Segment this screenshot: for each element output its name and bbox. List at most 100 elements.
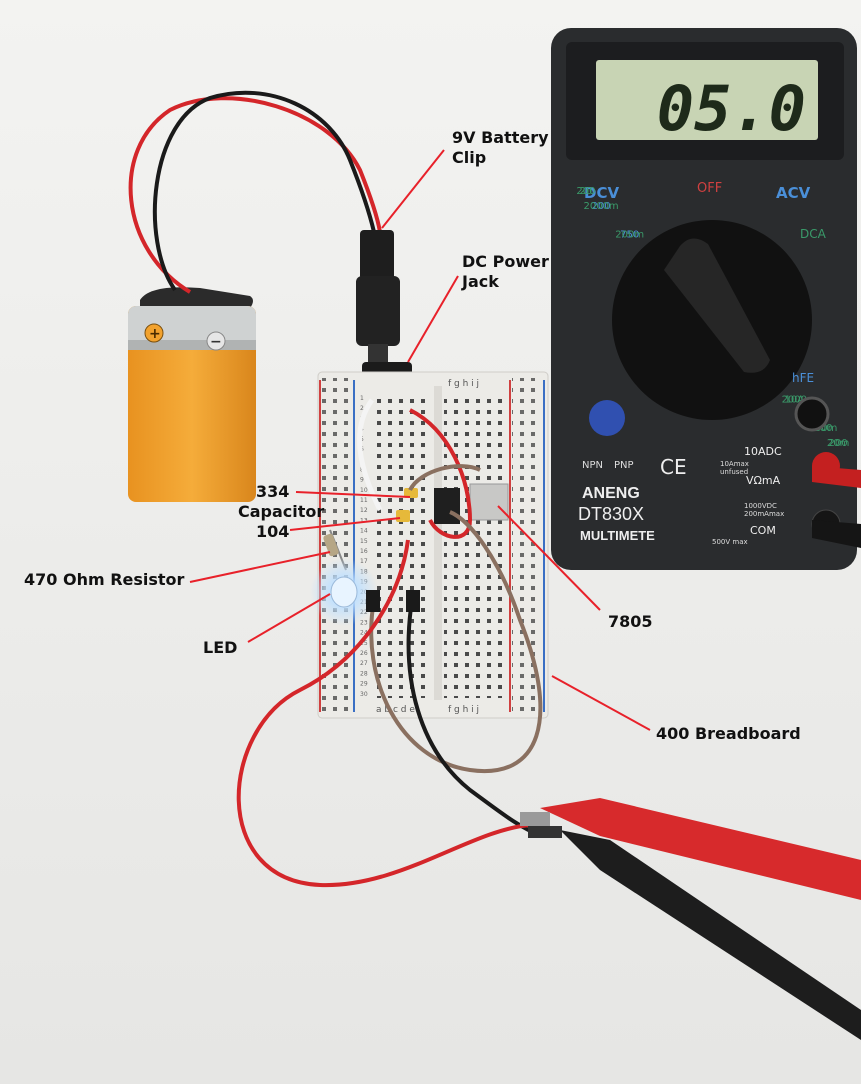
breadboard-row-number: 13 <box>360 517 368 524</box>
multimeter-port-10a-label: 10ADC <box>744 445 782 458</box>
dial-range-label: 20 <box>580 186 593 197</box>
multimeter-500v-note: 500V max <box>712 538 748 546</box>
breadboard-row-number: 27 <box>360 660 368 667</box>
multimeter-jack-10a[interactable] <box>794 396 830 432</box>
jumper-white-wire <box>357 398 383 512</box>
capacitor-104 <box>396 510 410 522</box>
breadboard-row-number: 29 <box>360 681 368 688</box>
breadboard-row-number: 25 <box>360 640 368 647</box>
label-dc-power-jack: DC Power Jack <box>462 252 549 292</box>
callout-line-dc-jack <box>407 275 459 363</box>
label-dc-jack-line2: Jack <box>462 272 499 291</box>
multimeter: 05.0 DCV OFF ACV DCA 1000750200200202000… <box>551 28 857 570</box>
label-battery-clip: 9V Battery Clip <box>452 128 549 168</box>
led-blue <box>310 558 378 626</box>
label-capacitor: Capacitor <box>238 502 325 521</box>
jumper-red-wire-top <box>409 408 473 539</box>
multimeter-reading: 05.0 <box>657 72 806 145</box>
multimeter-10a-note-2: unfused <box>720 468 748 476</box>
probe-red <box>520 798 861 900</box>
voltage-regulator-7805 <box>434 483 509 524</box>
breadboard-columns-right-bottom: f g h i j <box>448 705 479 715</box>
probe-brown-wire <box>369 510 543 774</box>
breadboard-row-number: 10 <box>360 487 368 494</box>
callout-line-led <box>247 593 331 643</box>
dial-range-label: 200 <box>576 186 595 197</box>
probe-red-wire <box>236 539 531 888</box>
callout-line-cap-104 <box>289 517 401 531</box>
label-battery-clip-line2: Clip <box>452 148 487 167</box>
dial-range-label: 20m <box>827 438 849 449</box>
breadboard-row-number: 28 <box>360 670 368 677</box>
label-led: LED <box>203 638 238 657</box>
breadboard-columns-right-top: f g h i j <box>448 379 479 389</box>
dial-range-label: 200 <box>592 201 611 212</box>
breadboard-columns-left-bottom: a b c d e <box>376 705 415 715</box>
breadboard-row-number: 23 <box>360 619 368 626</box>
callout-line-7805 <box>497 505 601 611</box>
multimeter-port-com-label: COM <box>750 524 776 537</box>
multimeter-model: DT830X <box>578 504 644 524</box>
multimeter-npn-label: NPN <box>582 460 603 471</box>
probe-black <box>528 826 861 1040</box>
breadboard-row-number: 17 <box>360 558 368 565</box>
multimeter-type: MULTIMETE <box>580 528 655 543</box>
jumper-brown-wire <box>408 464 481 492</box>
callout-line-resistor <box>189 551 331 583</box>
multimeter-ce-mark: CE <box>660 455 687 479</box>
multimeter-200ma-note: 200mAmax <box>744 510 784 518</box>
battery-plus-terminal: + <box>149 326 161 342</box>
battery-minus-terminal: − <box>210 334 222 350</box>
dial-range-label: 200m <box>808 423 837 434</box>
breadboard-row-number: 26 <box>360 650 368 657</box>
dial-range-label: 750 <box>620 230 639 241</box>
breadboard-row-number: 9 <box>360 477 364 484</box>
breadboard-row-number: 24 <box>360 630 368 637</box>
meter-red-lead <box>812 466 861 488</box>
multimeter-off-label: OFF <box>697 181 722 196</box>
multimeter-brand: ANENG <box>582 485 640 502</box>
breadboard-row-number: 12 <box>360 507 368 514</box>
multimeter-hfe-label: hFE <box>792 371 814 385</box>
label-resistor: 470 Ohm Resistor <box>24 570 185 589</box>
label-regulator-7805: 7805 <box>608 612 653 631</box>
battery-9v: + − <box>128 287 256 502</box>
battery-clip-black-wire <box>152 90 376 292</box>
multimeter-10a-note-1: 10Amax <box>720 460 749 468</box>
battery-clip-red-wire <box>128 96 382 294</box>
multimeter-lcd <box>596 60 818 140</box>
breadboard-row-number: 1 <box>360 395 364 402</box>
multimeter-1000v-note: 1000VDC <box>744 502 777 510</box>
multimeter-dcv-label: DCV <box>584 184 619 202</box>
dial-range-label: 200 <box>813 423 832 434</box>
dial-range-label: 200m <box>615 230 644 241</box>
multimeter-pnp-label: PNP <box>614 460 634 471</box>
label-capacitor-104: 104 <box>256 522 290 541</box>
meter-black-lead <box>812 520 861 548</box>
breadboard-row-number: 15 <box>360 538 368 545</box>
label-breadboard: 400 Breadboard <box>656 724 801 743</box>
callout-line-battery-clip <box>381 149 445 229</box>
callout-lines <box>189 149 651 731</box>
transistor-socket <box>589 400 625 436</box>
capacitor-334 <box>404 488 418 498</box>
label-capacitor-334: 334 <box>256 482 290 501</box>
dial-range-label: 2000 <box>782 394 807 405</box>
breadboard-row-number: 2 <box>360 405 364 412</box>
callout-line-cap-334 <box>295 491 411 498</box>
multimeter-dca-label: DCA <box>800 227 827 241</box>
breadboard-row-number: 14 <box>360 528 368 535</box>
breadboard-row-number: 16 <box>360 548 368 555</box>
dial-range-label: 200 <box>829 438 848 449</box>
dial-range-label: 2000m <box>583 201 618 212</box>
probe-black-wire <box>406 599 541 837</box>
dial-range-label: 10A <box>785 394 805 405</box>
label-battery-clip-line1: 9V Battery <box>452 128 549 147</box>
label-dc-jack-line1: DC Power <box>462 252 549 271</box>
multimeter-port-vma-label: VΩmA <box>746 474 781 487</box>
breadboard-row-number: 30 <box>360 691 368 698</box>
callout-line-breadboard <box>551 675 651 731</box>
breadboard-row-number: 11 <box>360 497 368 504</box>
multimeter-acv-label: ACV <box>776 184 811 202</box>
